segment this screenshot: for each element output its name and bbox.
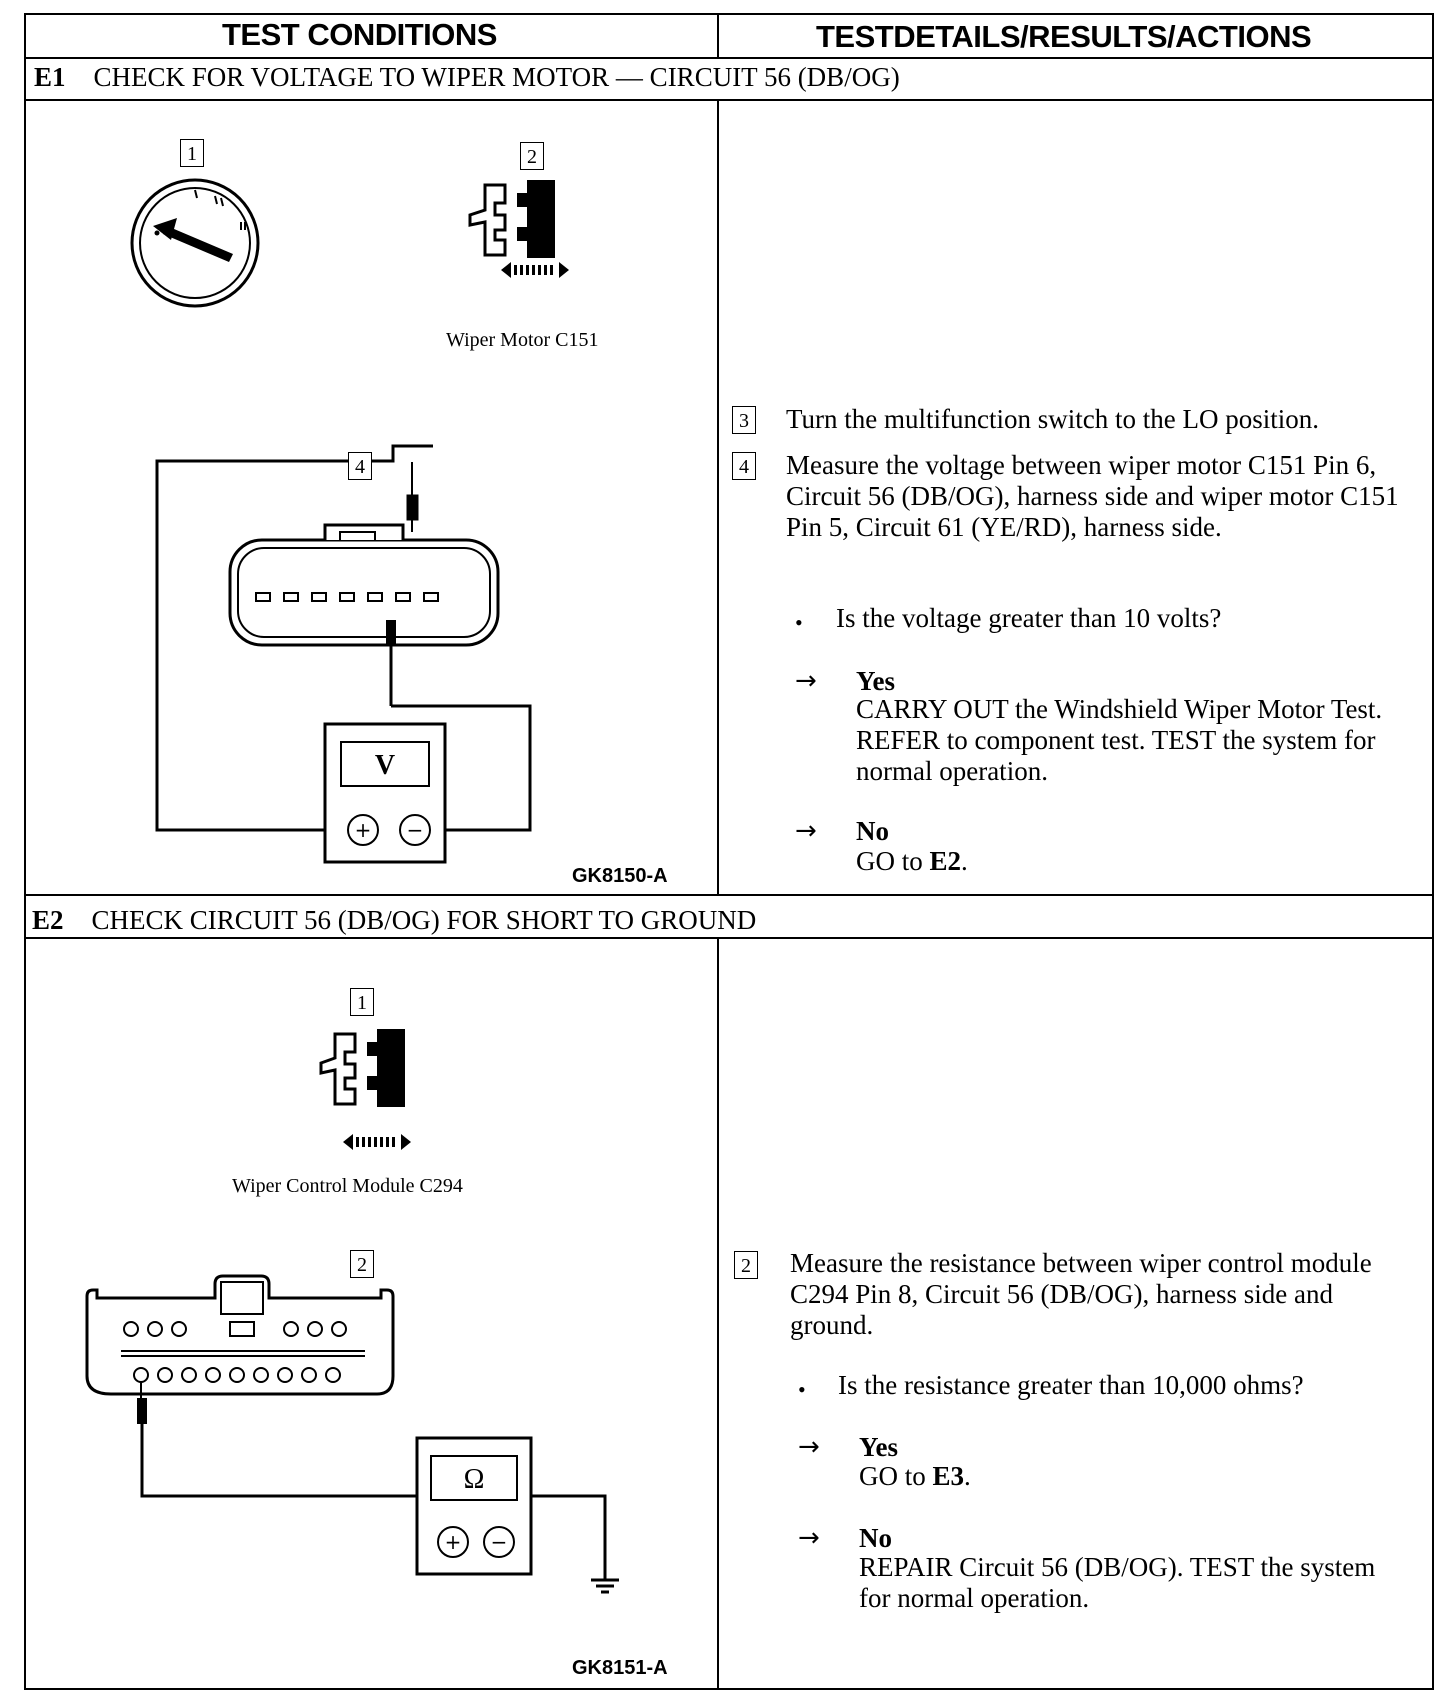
e1-title: CHECK FOR VOLTAGE TO WIPER MOTOR — CIRCU…: [93, 62, 900, 92]
e2-question: Is the resistance greater than 10,000 oh…: [838, 1370, 1304, 1400]
e1-figure-code: GK8150-A: [572, 865, 668, 887]
e2-connector-caption: Wiper Control Module C294: [232, 1175, 463, 1197]
e2-step-2-text: Measure the resistance between wiper con…: [790, 1248, 1372, 1340]
e1-no-target: E2: [929, 846, 962, 876]
e2-yes-target: E3: [932, 1461, 965, 1491]
e1-no-arrow: →: [795, 816, 817, 846]
e1-bullet: •: [795, 610, 803, 635]
e2-no-text: REPAIR Circuit 56 (DB/OG). TEST the syst…: [859, 1552, 1376, 1613]
wiper-control-module-connector-diagram: [85, 1274, 619, 1594]
e2-step-number-2: 2: [734, 1251, 758, 1279]
connector-icon: [319, 1029, 411, 1150]
e1-step-4-text: Measure the voltage between wiper motor …: [786, 450, 1399, 542]
e2-no-label: No: [859, 1523, 892, 1553]
e2-figure-code: GK8151-A: [572, 1657, 668, 1679]
e1-step-number-4: 4: [732, 452, 756, 480]
e2-no-arrow: →: [798, 1523, 820, 1553]
e1-no-prefix: GO to: [856, 846, 930, 876]
header-test-details: TESTDETAILS/RESULTS/ACTIONS: [816, 19, 1312, 54]
e2-fig-number-2: 2: [350, 1250, 374, 1278]
e1-step-3-text: Turn the multifunction switch to the LO …: [786, 404, 1319, 434]
e2-yes-label: Yes: [859, 1432, 898, 1462]
e1-yes-arrow: →: [795, 666, 817, 696]
e1-fig-number-4: 4: [348, 452, 372, 480]
e1-step-number-3: 3: [732, 406, 756, 434]
negative-terminal: −: [407, 818, 424, 842]
ohmmeter-icon: Ω + −: [415, 1436, 533, 1576]
wiper-motor-connector-diagram: [155, 444, 532, 832]
e1-fig-number-2: 2: [520, 142, 544, 170]
e2-yes-text: GO to E3.: [859, 1461, 971, 1492]
e2-id: E2: [32, 905, 64, 935]
e2-title-row: E2 CHECK CIRCUIT 56 (DB/OG) FOR SHORT TO …: [32, 905, 757, 935]
voltmeter-label: V: [375, 750, 395, 781]
negative-terminal: −: [491, 1530, 508, 1554]
e1-id: E1: [34, 62, 66, 92]
e1-title-row: E1 CHECK FOR VOLTAGE TO WIPER MOTOR — CIR…: [34, 62, 900, 92]
e2-yes-arrow: →: [798, 1432, 820, 1462]
e2-bullet: •: [798, 1377, 806, 1402]
positive-terminal: +: [355, 818, 372, 842]
e1-yes-text: CARRY OUT the Windshield Wiper Motor Tes…: [856, 694, 1383, 786]
e2-figure: Ω + −: [85, 1029, 619, 1594]
positive-terminal: +: [445, 1530, 462, 1554]
e2-yes-suffix: .: [964, 1461, 971, 1491]
e1-question: Is the voltage greater than 10 volts?: [836, 603, 1222, 633]
voltmeter-icon: V + −: [323, 722, 447, 864]
e1-yes-label: Yes: [856, 666, 895, 696]
e1-no-text: GO to E2.: [856, 846, 968, 877]
e1-no-label: No: [856, 816, 889, 846]
e1-no-suffix: .: [961, 846, 968, 876]
e1-connector-caption: Wiper Motor C151: [446, 329, 599, 351]
header-test-conditions: TEST CONDITIONS: [222, 17, 497, 52]
e1-fig-number-1: 1: [180, 139, 204, 167]
connector-icon: [468, 180, 569, 278]
ignition-switch-icon: [130, 178, 260, 308]
e1-figure: V + −: [130, 178, 569, 864]
e2-title: CHECK CIRCUIT 56 (DB/OG) FOR SHORT TO GR…: [91, 905, 757, 935]
e2-yes-prefix: GO to: [859, 1461, 933, 1491]
e2-fig-number-1: 1: [350, 988, 374, 1016]
ohmmeter-label: Ω: [464, 1464, 485, 1495]
